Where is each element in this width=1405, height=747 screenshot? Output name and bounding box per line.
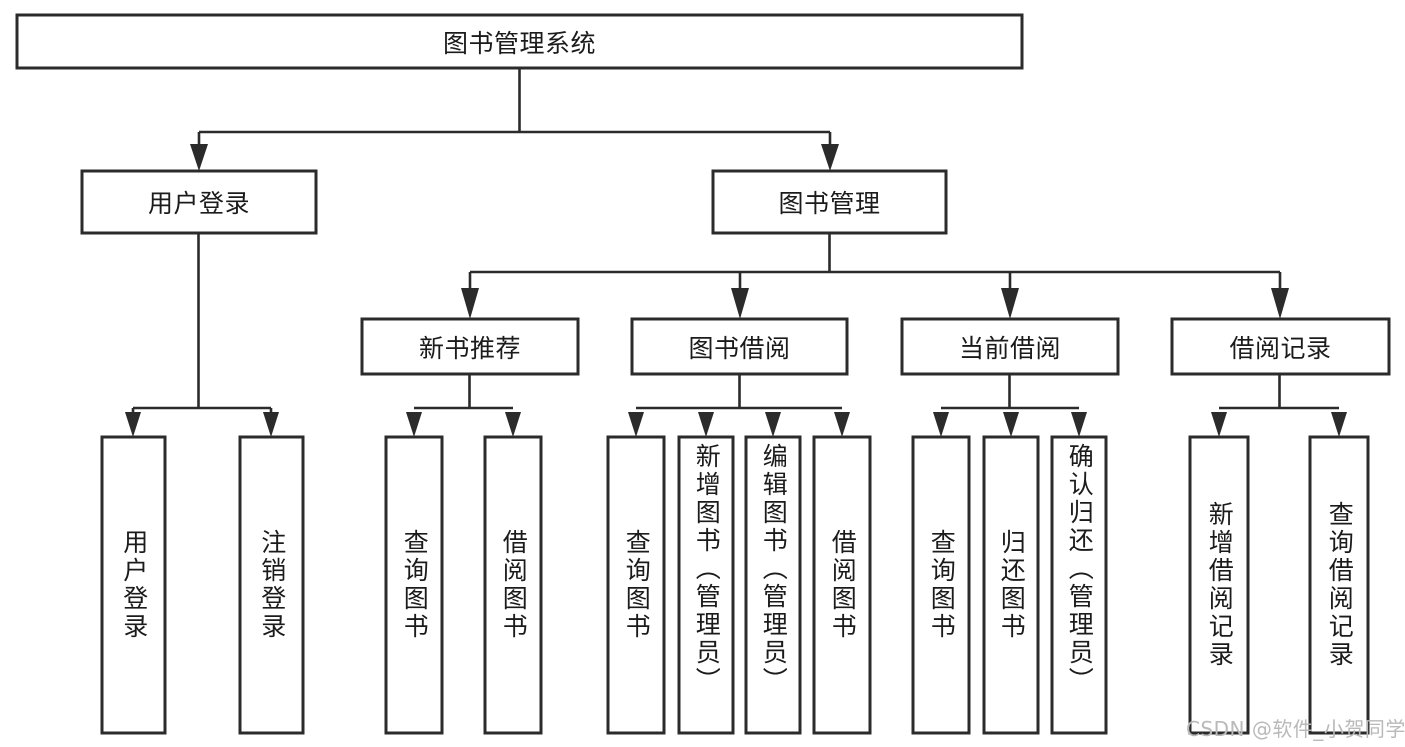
- node-box-leaf-user-login[interactable]: [100, 435, 167, 735]
- connector-user-login-to-leaves: [125, 233, 279, 437]
- node-box-book-management[interactable]: [711, 169, 948, 235]
- connector-borrow-record-to-leaves: [1211, 374, 1347, 437]
- connector-current-borrow-to-leaves: [933, 374, 1087, 437]
- node-box-root[interactable]: [15, 13, 1024, 70]
- connector-root-to-level2: [190, 68, 839, 171]
- node-box-user-login[interactable]: [80, 169, 318, 235]
- node-box-leaf-borrow-book-2[interactable]: [812, 435, 872, 735]
- node-box-leaf-return-book[interactable]: [982, 435, 1040, 735]
- node-box-leaf-query-book-2[interactable]: [606, 435, 666, 735]
- connector-book-borrow-to-leaves: [628, 374, 850, 437]
- node-box-new-book-recommend[interactable]: [360, 317, 580, 376]
- node-box-leaf-add-book[interactable]: [677, 435, 735, 735]
- connector-book-management-to-level3: [461, 233, 1289, 319]
- node-box-borrow-record[interactable]: [1170, 317, 1391, 376]
- node-box-leaf-add-record[interactable]: [1188, 435, 1250, 735]
- node-box-leaf-query-book-1[interactable]: [384, 435, 444, 735]
- node-box-leaf-borrow-book-1[interactable]: [483, 435, 543, 735]
- node-box-book-borrow[interactable]: [630, 317, 849, 376]
- connector-new-book-recommend-to-leaves: [406, 374, 521, 437]
- node-box-leaf-query-record[interactable]: [1308, 435, 1370, 735]
- node-box-leaf-query-book-3[interactable]: [911, 435, 971, 735]
- watermark-text: CSDN @软件_小贺同学: [1186, 717, 1405, 741]
- node-box-current-borrow[interactable]: [900, 317, 1120, 376]
- node-box-leaf-edit-book[interactable]: [744, 435, 802, 735]
- node-box-leaf-confirm-return[interactable]: [1050, 435, 1108, 735]
- node-box-leaf-logout[interactable]: [238, 435, 305, 735]
